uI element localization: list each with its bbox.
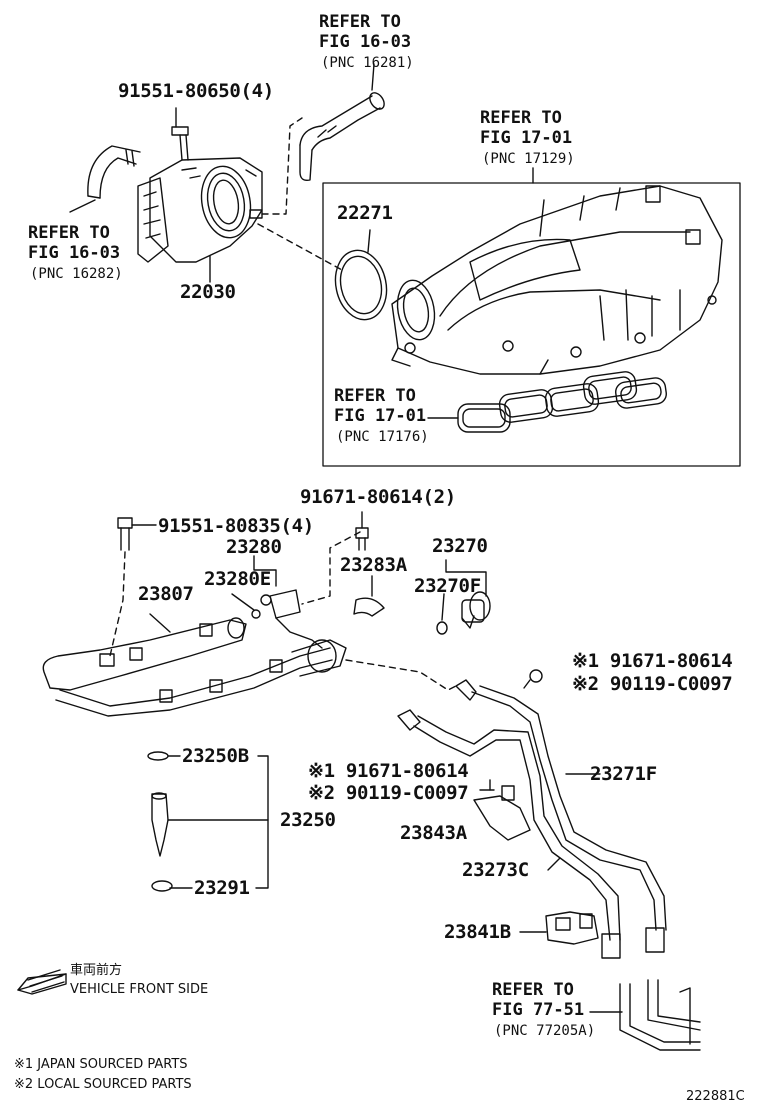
bolt-91671-top (355, 511, 369, 551)
part-number-23291: 23291 (194, 877, 250, 899)
part-number-23843a: 23843A (400, 822, 467, 844)
clip-23283a (353, 575, 385, 617)
intake-gaskets (427, 371, 667, 433)
part-number-23270: 23270 (432, 535, 488, 557)
note-local-part: ※2 90119-C0097 (572, 673, 733, 695)
intake-manifold (391, 185, 723, 375)
ref-label: FIG 16-03 (28, 243, 121, 263)
figure-id: 222881C (686, 1089, 745, 1104)
pnc-label: (PNC 17129) (482, 151, 575, 167)
front-label-en: VEHICLE FRONT SIDE (70, 982, 209, 997)
fuel-injector (147, 751, 269, 892)
bolt-fuel-rail (109, 517, 157, 657)
ref-label: FIG 17-01 (480, 128, 573, 148)
part-number-91671-80614: 91671-80614(2) (300, 486, 456, 508)
part-number-23283a: 23283A (340, 554, 407, 576)
pulsation-damper (231, 555, 323, 649)
pnc-label: (PNC 77205A) (494, 1023, 596, 1039)
pnc-label: (PNC 16282) (30, 266, 123, 282)
ref-label: REFER TO (28, 223, 110, 243)
note-japan-part: ※1 91671-80614 (572, 650, 733, 672)
fuel-rail (42, 613, 347, 717)
part-number-23271f: 23271F (590, 763, 657, 785)
part-number-22030: 22030 (180, 281, 236, 303)
part-number-91551-80835: 91551-80835(4) (158, 515, 314, 537)
ref-label: REFER TO (334, 386, 416, 406)
intake-manifold-frame (322, 182, 741, 467)
fuel-tube-lower (589, 979, 701, 1051)
part-number-23250b: 23250B (182, 745, 249, 767)
part-number-23807: 23807 (138, 583, 194, 605)
ref-label: FIG 17-01 (334, 406, 427, 426)
fuel-pressure-sensor (436, 559, 491, 635)
bracket-23843a (473, 779, 531, 841)
clamp-23841b (519, 911, 599, 945)
air-hose-left (69, 145, 141, 213)
air-hose-upper (299, 63, 385, 182)
front-label-jp: 車両前方 (70, 963, 123, 978)
gasket-22271 (334, 229, 388, 321)
ref-label: REFER TO (492, 980, 574, 1000)
part-number-23841b: 23841B (444, 921, 511, 943)
footnote-local: ※2 LOCAL SOURCED PARTS (14, 1077, 192, 1092)
pnc-label: (PNC 16281) (321, 55, 414, 71)
part-number-23273c: 23273C (462, 859, 529, 881)
front-arrow-icon (17, 969, 67, 995)
ref-label: REFER TO (480, 108, 562, 128)
part-number-23280: 23280 (226, 536, 282, 558)
pnc-label: (PNC 17176) (336, 429, 429, 445)
note-local-part: ※2 90119-C0097 (308, 782, 469, 804)
part-number-91551-80650: 91551-80650(4) (118, 80, 274, 102)
bolt-throttle (171, 107, 189, 161)
ref-label: FIG 16-03 (319, 32, 412, 52)
footnote-japan: ※1 JAPAN SOURCED PARTS (14, 1057, 188, 1072)
ref-label: FIG 77-51 (492, 1000, 585, 1020)
part-number-23250: 23250 (280, 809, 336, 831)
throttle-body (137, 157, 263, 283)
fuel-tube-assembly (397, 669, 667, 959)
part-number-22271: 22271 (337, 202, 393, 224)
part-number-23280e: 23280E (204, 568, 271, 590)
ref-label: REFER TO (319, 12, 401, 32)
note-japan-part: ※1 91671-80614 (308, 760, 469, 782)
part-number-23270f: 23270F (414, 575, 481, 597)
